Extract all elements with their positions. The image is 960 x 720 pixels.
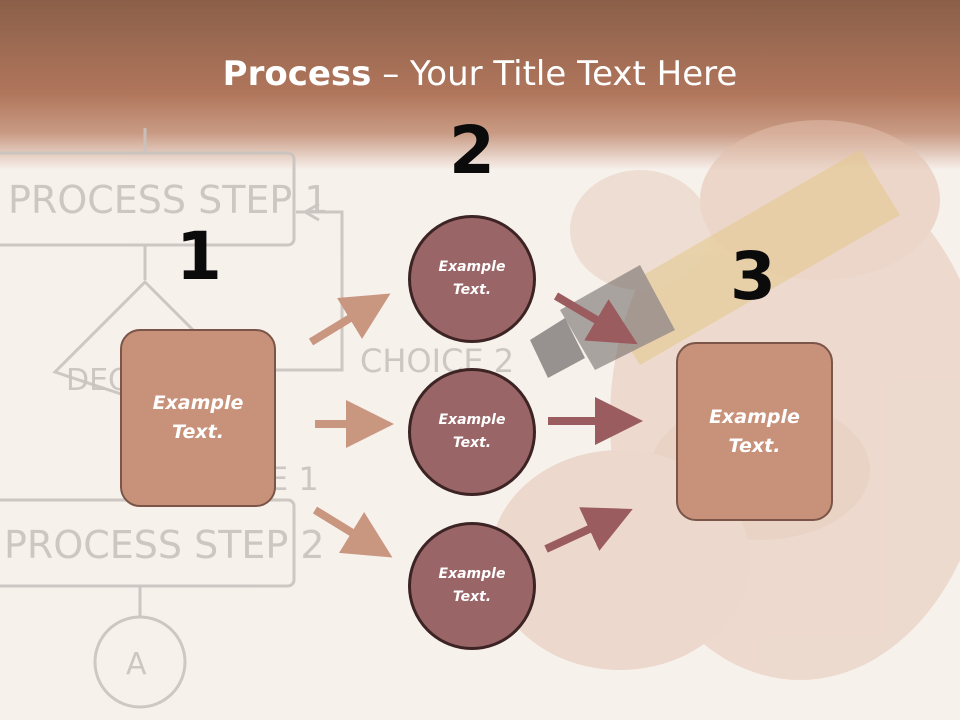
step-number-2: 2 bbox=[449, 112, 495, 189]
sketch-label-step2: PROCESS STEP 2 bbox=[4, 523, 325, 567]
arrow-box1-to-circle1 bbox=[308, 293, 391, 346]
circle-1-text: Example Text. bbox=[438, 259, 506, 298]
sketch-label-a: A bbox=[126, 647, 147, 682]
step2-circle-3: Example Text. bbox=[408, 522, 536, 650]
step1-box-text: Example Text. bbox=[152, 392, 244, 443]
title-dash: – bbox=[371, 54, 411, 94]
flowchart-sketch-labels: PROCESS STEP 1 PROCESS STEP 2 DEC CHOICE… bbox=[4, 178, 514, 682]
title-bold: Process bbox=[222, 54, 372, 94]
slide-title: Process – Your Title Text Here bbox=[0, 52, 960, 96]
step2-circle-2: Example Text. bbox=[408, 368, 536, 496]
sketch-label-step1: PROCESS STEP 1 bbox=[8, 178, 329, 222]
step2-circle-1: Example Text. bbox=[408, 215, 536, 343]
arrow-circle3-to-box3 bbox=[544, 507, 633, 553]
arrow-circle1-to-box3 bbox=[553, 292, 638, 345]
circle-2-text: Example Text. bbox=[438, 412, 506, 451]
step-number-1: 1 bbox=[176, 218, 222, 295]
arrow-box1-to-circle3 bbox=[312, 506, 393, 558]
step3-box: Example Text. bbox=[676, 342, 833, 521]
step-number-3: 3 bbox=[730, 238, 776, 315]
circle-3-text: Example Text. bbox=[438, 566, 506, 605]
step1-box: Example Text. bbox=[120, 329, 276, 507]
sketch-label-e1: E 1 bbox=[268, 460, 319, 498]
step3-box-text: Example Text. bbox=[709, 405, 800, 457]
sketch-label-dec: DEC bbox=[66, 363, 129, 398]
title-rest: Your Title Text Here bbox=[410, 54, 738, 94]
